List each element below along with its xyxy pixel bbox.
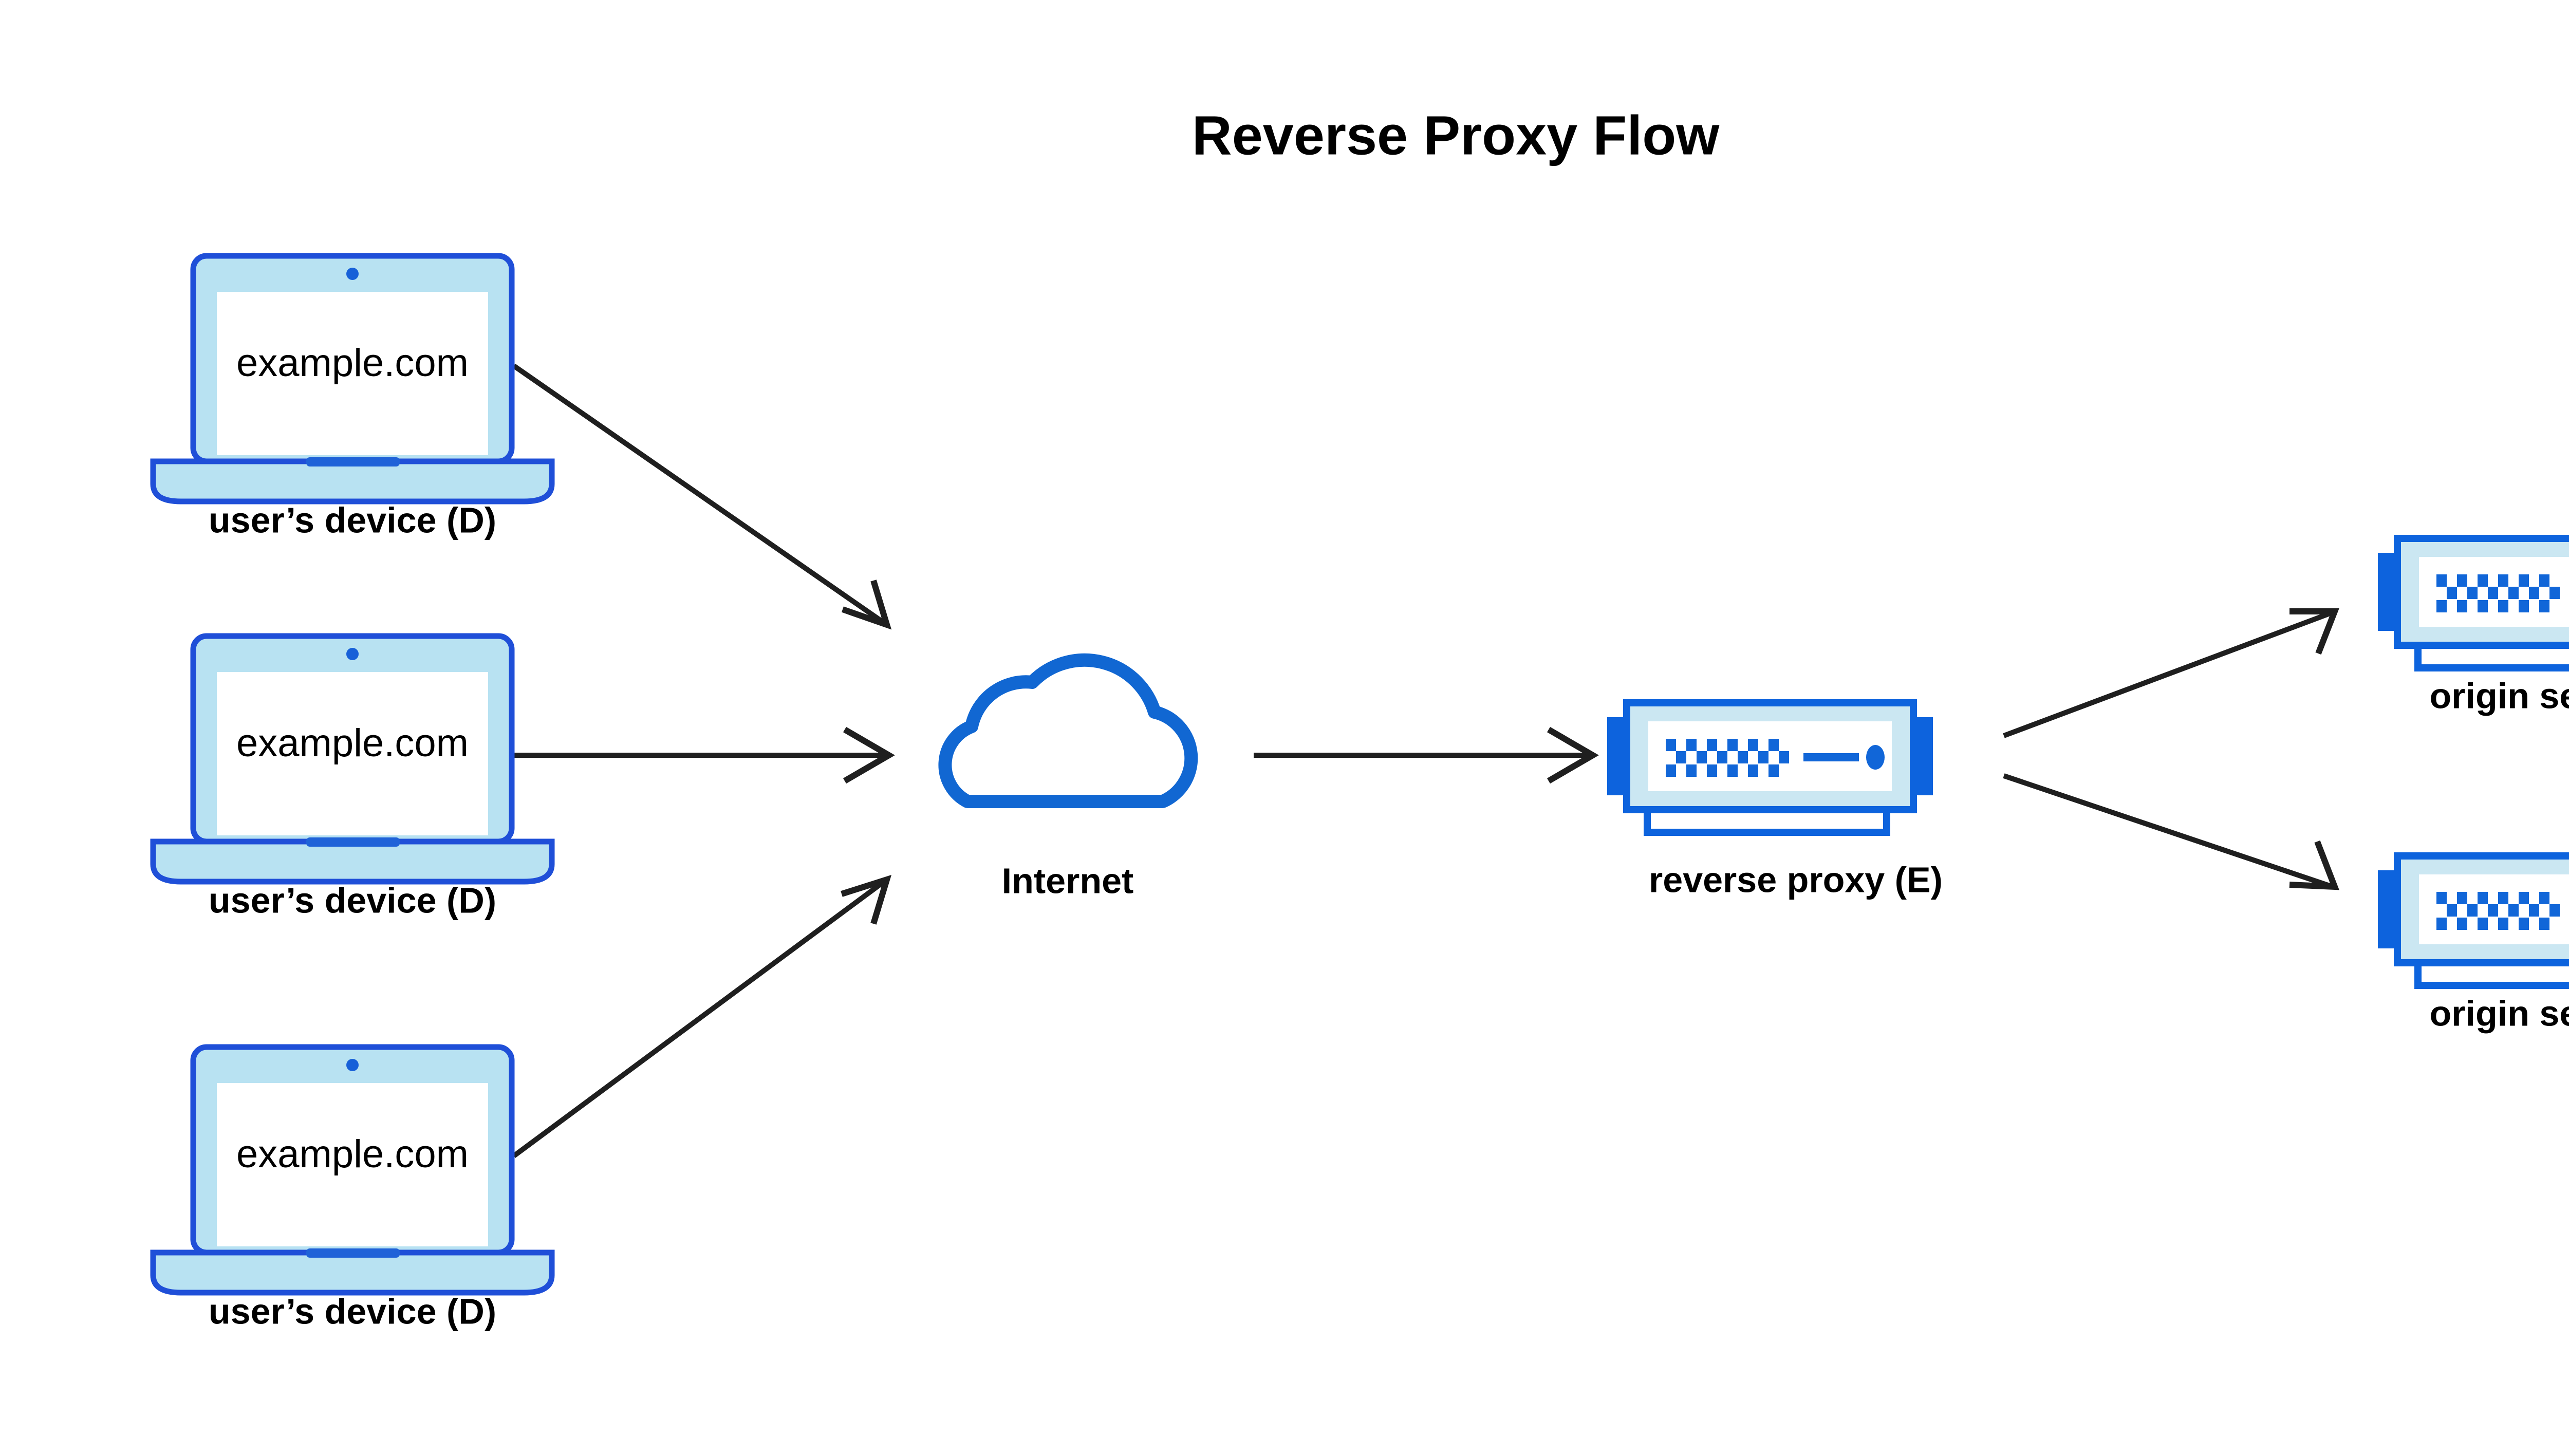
node-device-top[interactable]: example.com user’s device (D) [153,256,552,540]
device-screen-text: example.com [236,1132,469,1176]
device-screen-text: example.com [236,341,469,385]
node-origin-top[interactable]: origin server (F) [2378,538,2569,716]
device-label: user’s device (D) [209,500,496,540]
server-icon [2378,856,2569,985]
edge-device-top-to-internet [512,363,892,630]
reverse-proxy-label: reverse proxy (E) [1649,860,1943,900]
device-label: user’s device (D) [209,880,496,920]
device-label: user’s device (D) [209,1291,496,1331]
edge-proxy-to-origin-top [2003,608,2339,738]
node-reverse-proxy[interactable]: reverse proxy (E) [1607,703,1943,900]
node-device-bottom[interactable]: example.com user’s device (D) [153,1047,552,1331]
edge-device-middle-to-internet [514,726,895,784]
origin-server-label: origin server (F) [2430,993,2569,1033]
node-origin-bottom[interactable]: origin server (F) [2378,856,2569,1033]
edge-device-bottom-to-internet [512,874,892,1159]
edge-proxy-to-origin-bottom [2003,773,2339,890]
node-internet[interactable]: Internet [945,660,1191,901]
page-title: Reverse Proxy Flow [1192,104,1720,166]
edge-internet-to-proxy [1254,726,1599,784]
origin-server-label: origin server (F) [2430,676,2569,716]
internet-label: Internet [1002,861,1134,901]
node-device-middle[interactable]: example.com user’s device (D) [153,636,552,920]
device-screen-text: example.com [236,721,469,765]
server-icon [2378,538,2569,668]
cloud-icon [945,660,1191,801]
server-icon [1607,703,1933,832]
